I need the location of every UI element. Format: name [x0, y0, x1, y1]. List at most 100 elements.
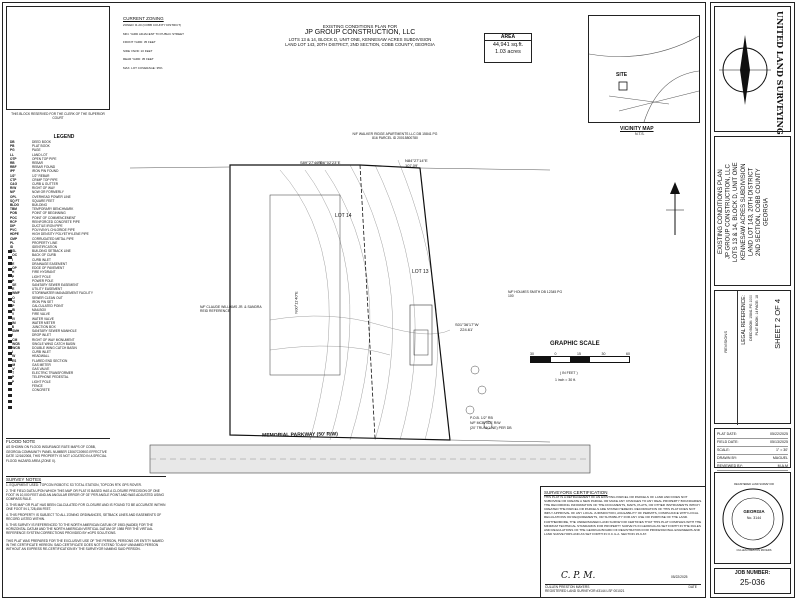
legend-desc: POLYVINYL CHLORIDE PIPE: [32, 228, 75, 233]
scale-unit: ( IN FEET ): [560, 371, 578, 375]
legend-desc: WATER METER: [32, 320, 56, 325]
legend-abbrev: DB: [10, 140, 15, 144]
scale-tick: 15: [577, 352, 581, 356]
zoning-line: ZONED: R-20 (COBB COUNTY DISTRICT): [123, 23, 182, 27]
legend-desc: OPEN TOP PIPE: [32, 156, 57, 161]
legend-desc: IDENTIFICATION: [32, 245, 58, 250]
company-logo-icon: [719, 35, 771, 105]
legend-desc: DRAINAGE EASEMENT: [32, 261, 68, 266]
legend-abbrev: TP: [10, 375, 15, 380]
legend-abbrev: FH: [10, 270, 15, 275]
legend-symbol-strip: [8, 250, 12, 410]
graphic-scale-bar: 30 0 15 30 60: [530, 352, 630, 363]
notes-footer: THIS PLAT WAS PREPARED FOR THE EXCLUSIVE…: [6, 539, 164, 551]
info-row: FIELD DATE:05/13/2025: [717, 439, 788, 447]
lot-14-label: LOT 14: [335, 213, 352, 219]
legend-abbrev: PL: [10, 240, 15, 245]
tree-symbols: [465, 365, 493, 430]
legend-desc: REBAR FOUND: [32, 165, 56, 170]
structure-outline: [409, 304, 433, 366]
zoning-block: CURRENT ZONING ZONED: R-20 (COBB COUNTY …: [123, 16, 203, 72]
legend-abbrev: SWCB: [10, 341, 20, 346]
legend-abbrev: DWCB: [10, 345, 20, 350]
legend-abbrev: SWMF: [10, 291, 20, 296]
legend-abbrev: BSL: [10, 249, 17, 254]
bearing-west: N00°11'40"E: [293, 291, 299, 314]
legend-item: RBF REBAR FOUND: [10, 165, 118, 169]
legend-abbrev: ID: [10, 245, 14, 250]
legend-item: SSE SANITARY SEWER EASEMENT: [10, 283, 118, 287]
vt-project: EXISTING CONDITIONS PLAN: [718, 169, 724, 255]
info-value: MAGUEL: [772, 456, 788, 460]
legend-abbrev: RBF: [10, 165, 17, 170]
east-neighbor: N/F HOLMES SMITH DB 12345 PG 100: [508, 290, 563, 298]
legend-abbrev: PB: [10, 144, 15, 149]
info-row: REVIEWED BY:M.A.M: [717, 463, 788, 471]
company-logo-box: UNITED LAND SURVEYING: [714, 6, 791, 135]
legend-desc: SANITARY SEWER EASEMENT: [32, 282, 79, 287]
title-block: [710, 2, 795, 598]
bearing-top: S89°27'46"E: [300, 160, 323, 165]
sheet-number: SHEET 2 OF 4: [773, 299, 782, 349]
legend-desc: CURB INLET: [32, 350, 51, 355]
scale-ratio: 1 inch = 30 ft.: [555, 378, 577, 382]
legend-desc: POINT OF COMMENCEMENT: [32, 215, 76, 220]
legend-abbrev: HW: [10, 354, 16, 359]
legend-desc: PAGE: [32, 148, 41, 153]
info-key: DRAWN BY:: [717, 456, 738, 460]
distance-east: 224.61': [460, 327, 473, 332]
flood-title: FLOOD NOTE: [6, 439, 36, 444]
legend-item: 1/2"1/2" REBAR: [10, 174, 118, 178]
legend-desc: GAS VALVE: [32, 366, 50, 371]
note-item: 4. THIS PROPERTY IS SUBJECT TO ALL ZONIN…: [6, 513, 162, 521]
info-key: SCALE:: [717, 448, 730, 452]
clerk-note: THIS BLOCK RESERVED FOR THE CLERK OF THE…: [11, 112, 105, 120]
legend-desc: TELEPHONE PEDESTAL: [32, 375, 69, 380]
header-line3: LOTS 13 & 14, BLOCK D, UNIT ONE, KENNESA…: [288, 37, 432, 42]
legend-desc: FLARED END SECTION: [32, 358, 68, 363]
flood-text: AS SHOWN ON FLOOD INSURANCE RATE MAPS OF…: [6, 445, 107, 463]
legend-desc: OVERHEAD POWER LINE: [32, 194, 71, 199]
distance-north: 107.09': [405, 163, 418, 168]
info-key: FIELD DATE:: [717, 440, 739, 444]
legend-abbrev: BOC: [10, 253, 18, 258]
legend-abbrev: [10, 388, 32, 392]
legend-abbrev: RB: [10, 161, 15, 166]
seal-name: CULLEN PRESTON MAYERS: [736, 549, 772, 552]
info-key: PLAT DATE:: [717, 432, 737, 436]
legend-abbrev: C&G: [10, 182, 18, 187]
legend-abbrev: OTP: [10, 156, 17, 161]
legend-abbrev: LP: [10, 274, 15, 279]
lot-divider: [359, 164, 376, 439]
legend-desc: JUNCTION BOX: [32, 324, 56, 329]
vt-state: GEORGIA: [763, 198, 770, 227]
drawing-frame: [2, 2, 706, 598]
legend-desc: CRIMP TOP PIPE: [32, 177, 58, 182]
note-item: 2. THE FIELD DATA UPON WHICH THIS MAP OR…: [6, 489, 164, 501]
plan-header: EXISTING CONDITIONS PLAN FOR JP GROUP CO…: [255, 24, 465, 47]
vt-sub: KENNESAW ACRES SUBDIVISION: [740, 163, 747, 261]
legend-abbrev: SSE: [10, 282, 17, 287]
zoning-line: MIN. YARD ADJACENT TO PUBLIC STREET: [123, 31, 184, 36]
property-boundary: [229, 164, 451, 441]
header-client: JP GROUP CONSTRUCTION, LLC: [304, 29, 416, 36]
legend-desc: CURB INLET: [32, 257, 51, 262]
legend-desc: SEWER CLEAN OUT: [32, 295, 63, 300]
